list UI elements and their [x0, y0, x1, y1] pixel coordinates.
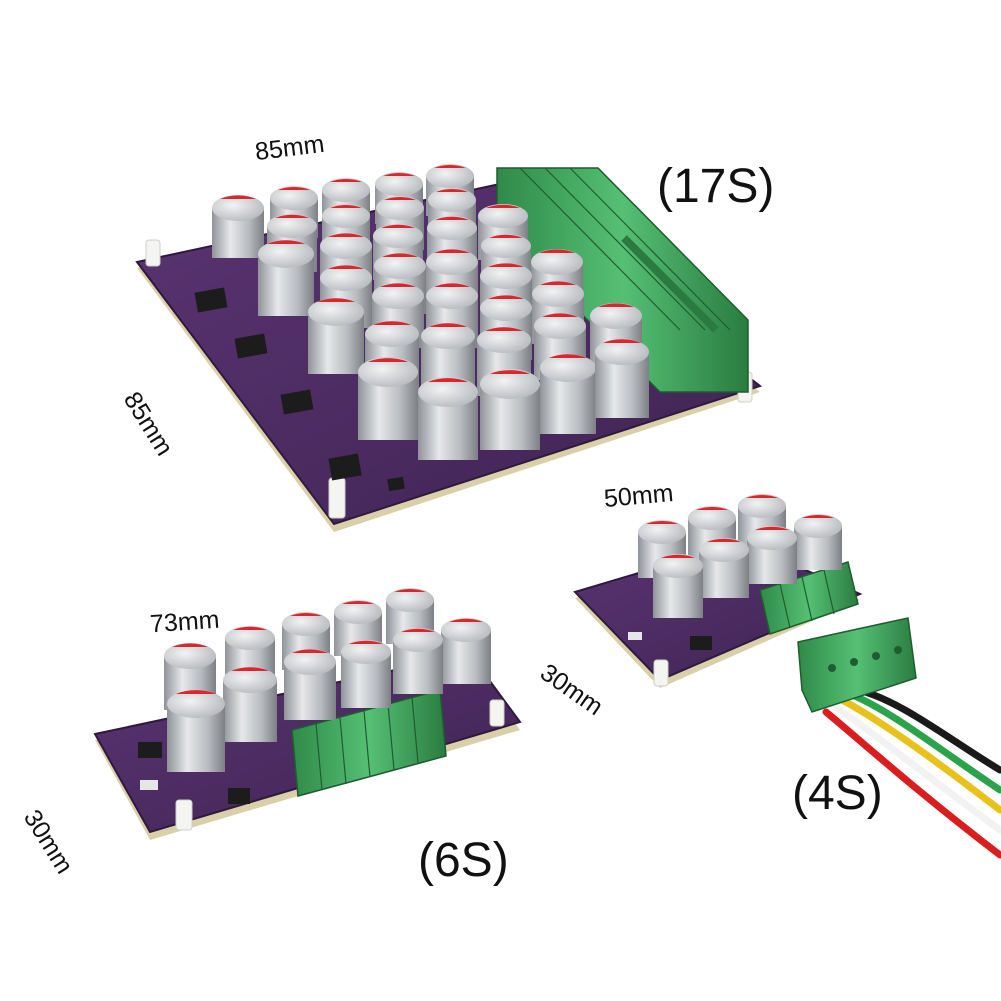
capacitors-17s — [212, 164, 649, 460]
standoff — [653, 659, 669, 687]
board-label-4s: (4S) — [792, 767, 883, 820]
capacitors-4s — [638, 494, 842, 618]
board-4s — [573, 494, 1001, 859]
board-6s — [93, 588, 522, 840]
chips — [628, 632, 712, 650]
dimension-6s-width: 73mm — [149, 605, 221, 639]
capacitors-6s — [164, 588, 491, 772]
chips — [138, 742, 250, 804]
wires — [822, 686, 1001, 859]
board-label-17s: (17S) — [657, 160, 775, 213]
chips — [194, 287, 405, 492]
dimension-4s-width: 50mm — [602, 479, 675, 513]
terminal-block-4s — [759, 561, 917, 713]
board-17s — [135, 164, 763, 532]
board-label-6s: (6S) — [418, 834, 509, 887]
standoff — [175, 699, 505, 831]
